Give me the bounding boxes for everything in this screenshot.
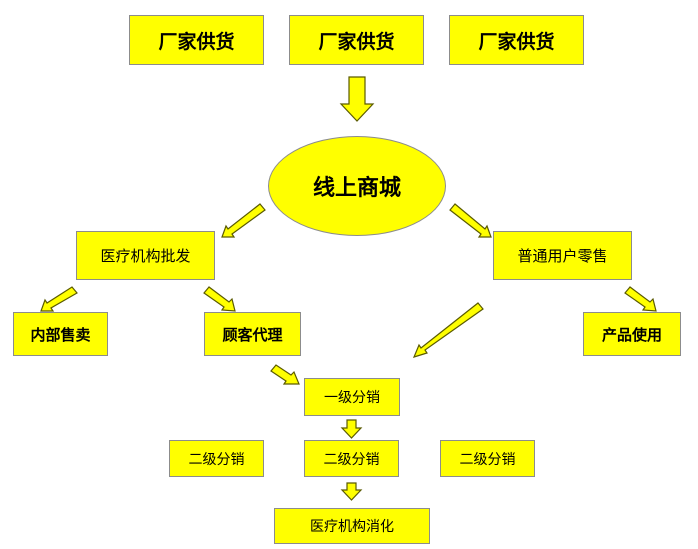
arrow-mall-to-retail [449, 203, 492, 238]
retail-label: 普通用户零售 [517, 247, 608, 265]
level2-distribution-box-left: 二级分销 [169, 440, 264, 477]
arrow-to-customer-agent [203, 286, 236, 312]
supply-box-2: 厂家供货 [289, 15, 424, 65]
arrow-agent-to-level1 [270, 364, 300, 385]
internal-sale-box: 内部售卖 [13, 312, 108, 356]
online-mall-ellipse: 线上商城 [268, 136, 446, 236]
customer-agent-box: 顾客代理 [204, 312, 301, 356]
product-use-label: 产品使用 [601, 325, 662, 344]
arrow-level1-to-level2 [340, 419, 363, 439]
supply-label-2: 厂家供货 [318, 30, 395, 53]
arrow-to-internal-sale [40, 286, 78, 312]
wholesale-box: 医疗机构批发 [76, 231, 215, 280]
level1-distribution-box: 一级分销 [304, 378, 400, 416]
customer-agent-label: 顾客代理 [222, 325, 283, 344]
medical-consume-label: 医疗机构消化 [310, 519, 394, 535]
internal-sale-label: 内部售卖 [30, 325, 91, 344]
supply-label-1: 厂家供货 [158, 30, 235, 53]
level2-label-right: 二级分销 [459, 451, 516, 468]
level2-distribution-box-center: 二级分销 [304, 440, 399, 477]
product-use-box: 产品使用 [583, 312, 681, 356]
supply-box-1: 厂家供货 [129, 15, 264, 65]
supply-label-3: 厂家供货 [478, 30, 555, 53]
level2-label-left: 二级分销 [188, 451, 245, 468]
level2-distribution-box-right: 二级分销 [440, 440, 535, 477]
level2-label-center: 二级分销 [323, 451, 380, 468]
level1-label: 一级分销 [324, 390, 380, 406]
arrow-down-big [339, 76, 375, 122]
medical-consume-box: 医疗机构消化 [274, 508, 430, 544]
retail-box: 普通用户零售 [493, 231, 632, 280]
wholesale-label: 医疗机构批发 [100, 247, 191, 265]
supply-box-3: 厂家供货 [449, 15, 584, 65]
arrow-level2-to-consume [340, 482, 363, 501]
arrow-mall-to-wholesale [221, 203, 266, 238]
arrow-retail-to-level1 [412, 302, 484, 358]
arrow-to-product-use [624, 286, 657, 312]
online-mall-label: 线上商城 [312, 176, 401, 201]
